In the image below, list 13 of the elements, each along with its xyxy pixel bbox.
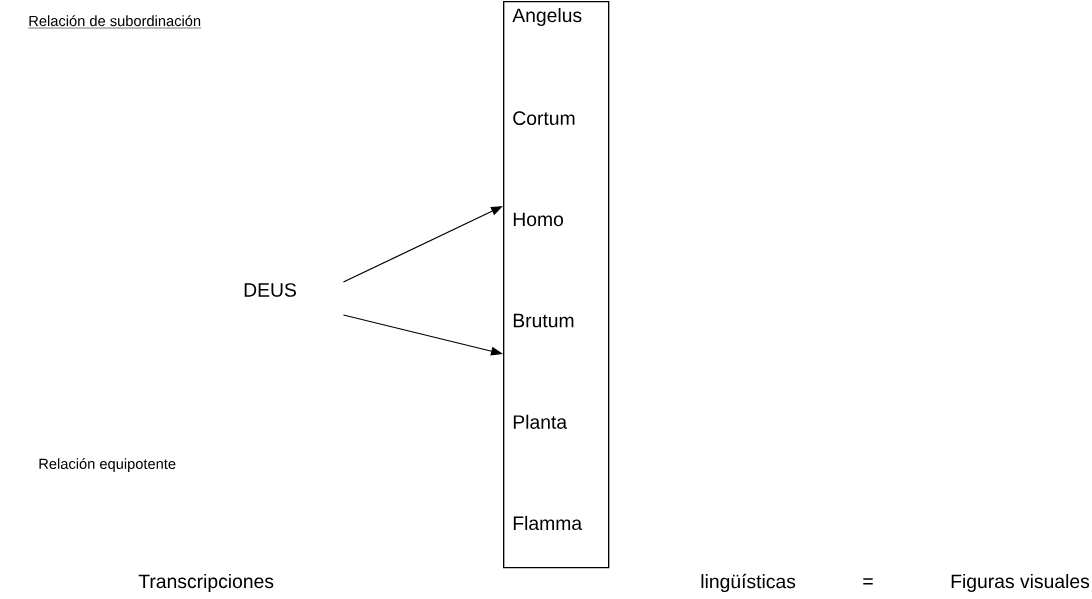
text-label: Figuras visuales [951, 574, 1090, 592]
text-label: Transcripciones [138, 574, 274, 592]
heading: Relación de subordinación [28, 15, 202, 29]
word: Planta [513, 414, 568, 429]
node-label: DEUS [244, 283, 296, 297]
word: Homo [513, 212, 564, 227]
word: Angelus [512, 8, 582, 26]
word: Cortum [513, 111, 575, 126]
word: Brutum [513, 313, 574, 328]
text-label: Relación equipotente [39, 458, 176, 472]
text-label: lingüísticas [701, 573, 796, 593]
word: Flamma [513, 515, 583, 531]
text-label: = [863, 578, 873, 585]
